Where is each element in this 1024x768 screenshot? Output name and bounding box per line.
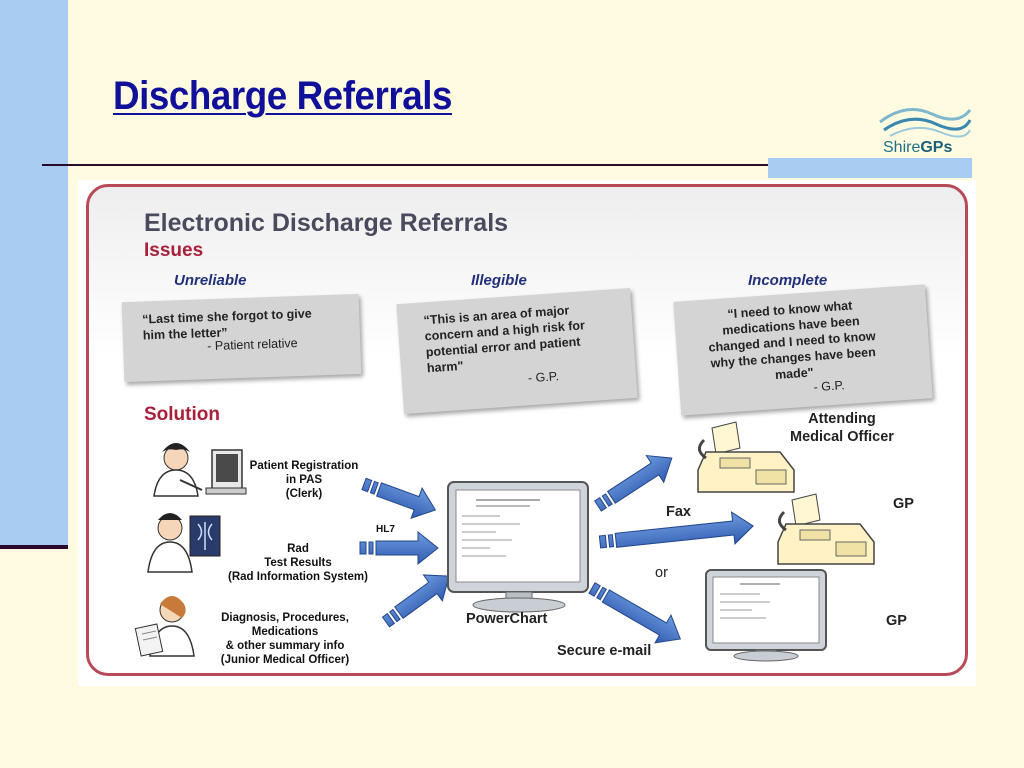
recipient-label-gp-fax: GP xyxy=(893,496,914,512)
input-label-jmo: Diagnosis, Procedures, Medications & oth… xyxy=(220,612,350,666)
clerk-at-computer-icon xyxy=(153,443,247,497)
arrow-powerchart-to-amo-fax xyxy=(594,454,673,512)
input-label-rad: Rad Test Results (Rad Information System… xyxy=(228,543,368,583)
shiregps-logo-text: ShireGPs xyxy=(883,139,953,156)
junior-medical-officer-icon xyxy=(134,596,195,657)
shiregps-logo-waves xyxy=(879,108,972,138)
arrow-rad-to-powerchart xyxy=(359,530,439,566)
input-label-clerk: Patient Registration in PAS (Clerk) xyxy=(249,460,359,500)
fax-machine-amo-icon xyxy=(697,421,795,493)
radiologist-with-xray-icon xyxy=(147,513,221,573)
solution-heading: Solution xyxy=(144,404,220,425)
fax-machine-gp-icon xyxy=(777,493,875,565)
left-accent-line xyxy=(0,545,68,549)
divider-accent-block xyxy=(768,158,972,178)
fax-label: Fax xyxy=(666,504,691,520)
arrow-powerchart-to-gp-fax xyxy=(598,511,754,549)
left-accent-bar xyxy=(0,0,68,548)
secure-email-label: Secure e-mail xyxy=(557,643,652,659)
title-divider xyxy=(42,164,972,166)
powerchart-label: PowerChart xyxy=(466,611,548,627)
issue-category-unreliable: Unreliable xyxy=(174,272,247,289)
arrow-powerchart-to-gp-email xyxy=(588,582,682,644)
arrow-jmo-to-powerchart xyxy=(381,574,450,628)
powerchart-monitor-icon xyxy=(447,481,589,613)
or-label: or xyxy=(655,565,668,581)
issues-heading: Issues xyxy=(144,240,204,261)
issue-category-illegible: Illegible xyxy=(471,272,527,289)
figure-heading: Electronic Discharge Referrals xyxy=(144,209,509,237)
recipient-label-amo: Attending Medical Officer xyxy=(790,411,894,445)
issue-category-incomplete: Incomplete xyxy=(748,272,828,289)
arrow-clerk-to-powerchart xyxy=(361,477,437,519)
slide-title: Discharge Referrals xyxy=(113,74,452,118)
email-monitor-icon xyxy=(705,569,827,662)
hl7-label: HL7 xyxy=(376,524,395,535)
recipient-label-gp-email: GP xyxy=(886,613,907,629)
